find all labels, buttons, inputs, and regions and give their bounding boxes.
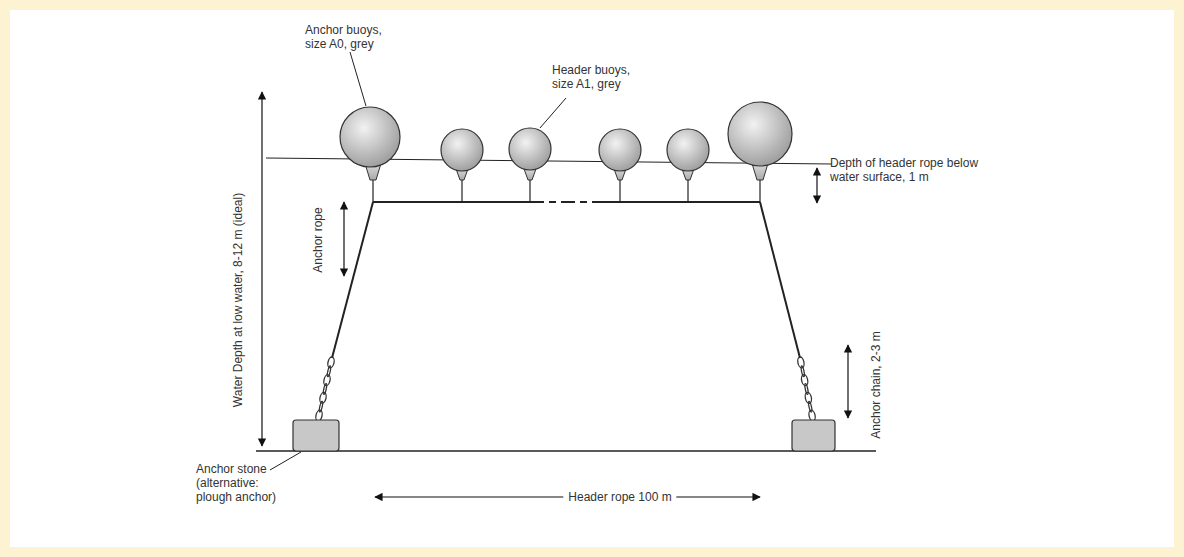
seabed [256,450,876,452]
annotation-label: Depth of header rope below water surface… [830,156,995,184]
annotation-label: Water Depth at low water, 8-12 m (ideal) [231,193,245,407]
dimension-arrow [262,92,848,497]
anchor-rope [332,202,800,358]
anchor-stone [293,420,835,451]
header-rope [373,201,760,203]
annotation-label: Anchor rope [311,207,325,272]
header-buoy [441,128,709,202]
anchor-buoy [340,102,792,202]
annotation-label: Anchor chain, 2-3 m [869,331,883,438]
annotation-label: Anchor stone (alternative: plough anchor… [196,462,286,504]
annotation-label: Header rope 100 m [563,490,676,504]
annotation-label: Header buoys, size A1, grey [552,63,642,91]
anchor-chain [315,356,816,421]
annotation-label: Anchor buoys, size A0, grey [305,23,400,51]
leader-line [270,52,566,470]
